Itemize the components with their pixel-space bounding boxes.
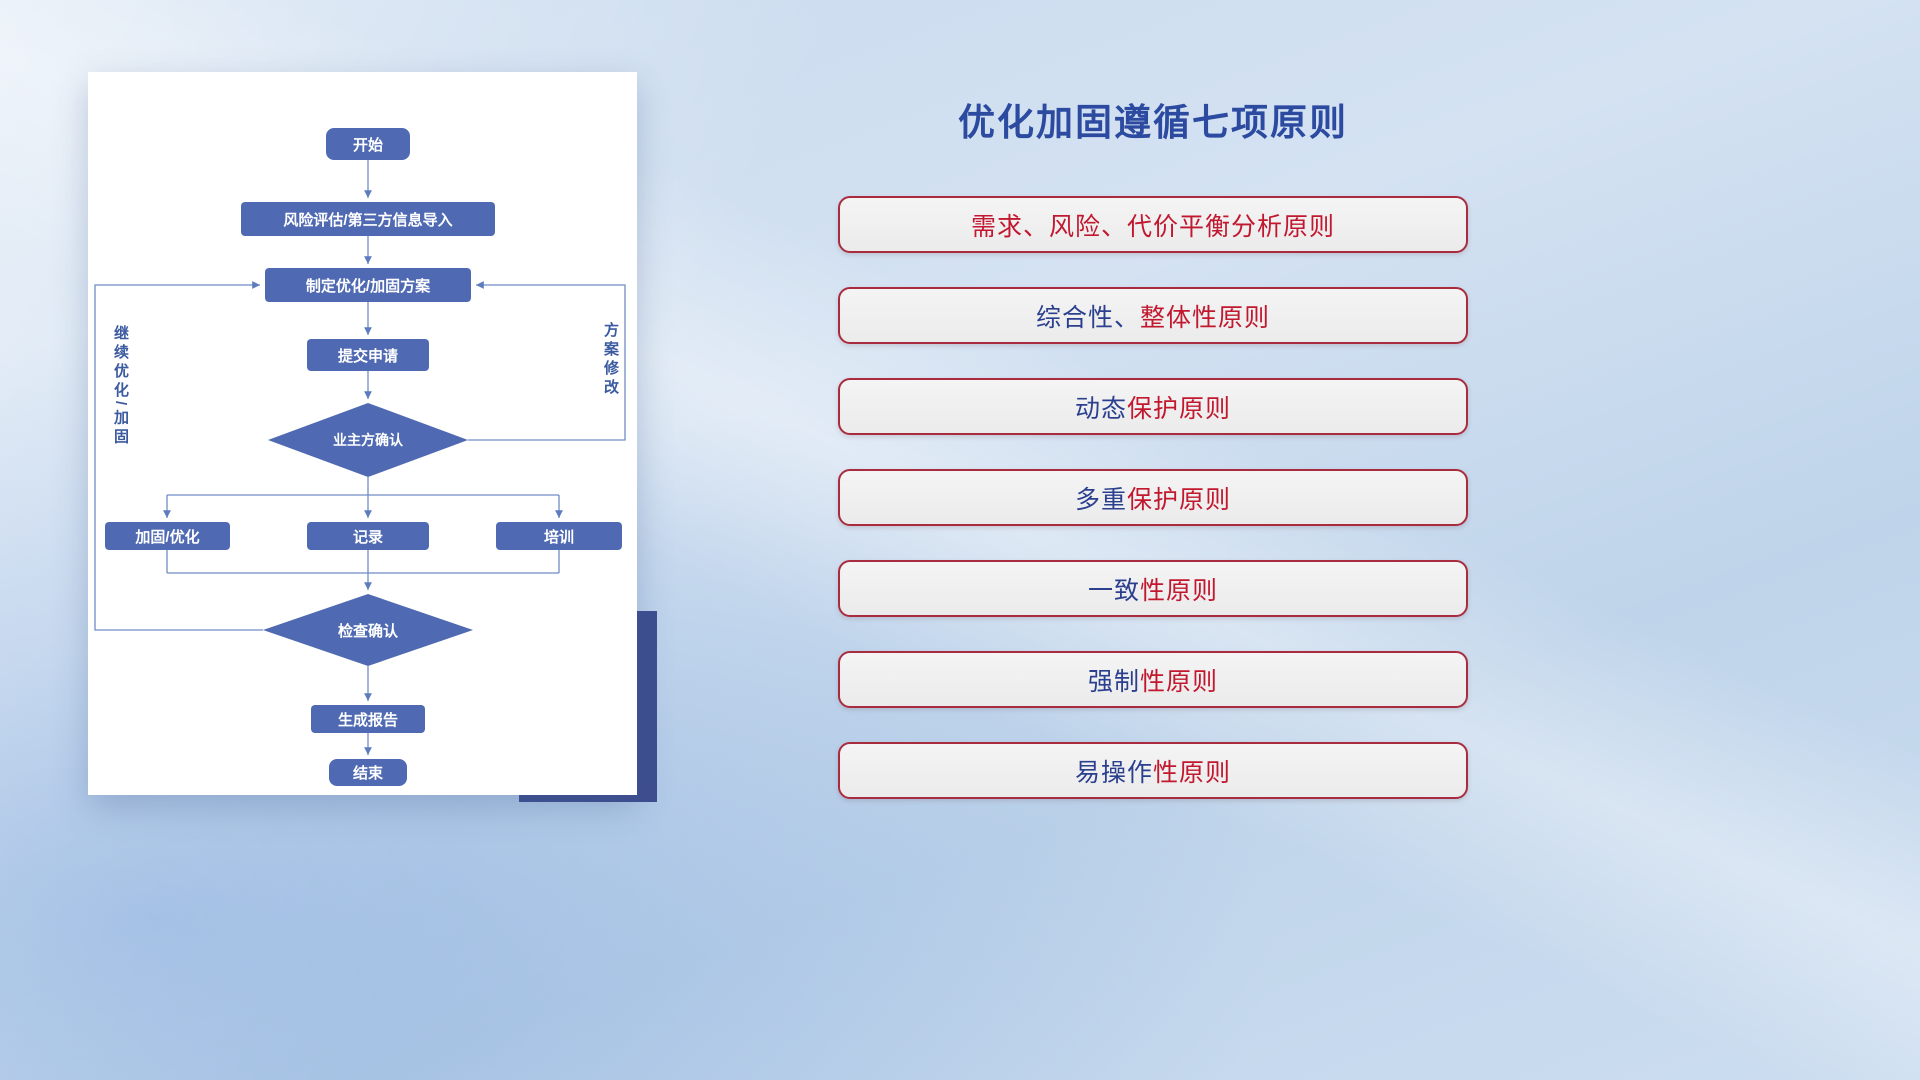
principle-text-blue: 综合性、 bbox=[1035, 303, 1140, 332]
principle-pill-3: 动态保护原则 bbox=[838, 378, 1468, 435]
principle-text-red: 性原则 bbox=[1140, 576, 1219, 605]
principle-text-red: 需求、风险、代价平衡分析原则 bbox=[970, 212, 1335, 241]
principle-text-blue: 易操作 bbox=[1074, 758, 1153, 787]
flowchart-card: 开始 风险评估/第三方信息导入 制定优化/加固方案 提交申请 业主方确认 加固/… bbox=[88, 72, 637, 795]
principle-text-blue: 多重 bbox=[1074, 485, 1127, 514]
flow-node-generate-report: 生成报告 bbox=[311, 705, 425, 733]
principle-pill-4: 多重保护原则 bbox=[838, 469, 1468, 526]
principle-text-red: 保护原则 bbox=[1127, 394, 1232, 423]
principle-text-red: 整体性原则 bbox=[1140, 303, 1271, 332]
flow-decision-check-confirm: 检查确认 bbox=[263, 594, 473, 666]
principle-text-red: 保护原则 bbox=[1127, 485, 1232, 514]
flow-node-end: 结束 bbox=[329, 759, 407, 786]
page-title: 优化加固遵循七项原则 bbox=[958, 102, 1348, 143]
flow-node-submit-application: 提交申请 bbox=[307, 339, 429, 371]
flow-node-record: 记录 bbox=[307, 522, 429, 550]
principle-text-blue: 动态 bbox=[1074, 394, 1127, 423]
flow-node-start: 开始 bbox=[326, 128, 410, 160]
principle-pill-1: 需求、风险、代价平衡分析原则 bbox=[838, 196, 1468, 253]
loop-label-continue-optimize: 继续优化/加固 bbox=[112, 325, 129, 448]
principle-list: 需求、风险、代价平衡分析原则 综合性、整体性原则 动态保护原则 多重保护原则 一… bbox=[838, 196, 1468, 799]
flow-node-reinforce-optimize: 加固/优化 bbox=[105, 522, 230, 550]
principle-text-red: 性原则 bbox=[1153, 758, 1232, 787]
principles-panel: 优化加固遵循七项原则 需求、风险、代价平衡分析原则 综合性、整体性原则 动态保护… bbox=[838, 92, 1468, 799]
principle-pill-2: 综合性、整体性原则 bbox=[838, 287, 1468, 344]
flow-node-training: 培训 bbox=[496, 522, 622, 550]
flow-decision-owner-confirm: 业主方确认 bbox=[268, 403, 468, 477]
principle-pill-7: 易操作性原则 bbox=[838, 742, 1468, 799]
loop-label-plan-revision: 方案修改 bbox=[602, 322, 619, 398]
principle-text-blue: 一致 bbox=[1087, 576, 1140, 605]
flow-node-risk-assessment: 风险评估/第三方信息导入 bbox=[241, 202, 495, 236]
principle-text-red: 性原则 bbox=[1140, 667, 1219, 696]
principle-pill-5: 一致性原则 bbox=[838, 560, 1468, 617]
principle-pill-6: 强制性原则 bbox=[838, 651, 1468, 708]
flow-node-make-plan: 制定优化/加固方案 bbox=[265, 268, 471, 302]
principle-text-blue: 强制 bbox=[1087, 667, 1140, 696]
